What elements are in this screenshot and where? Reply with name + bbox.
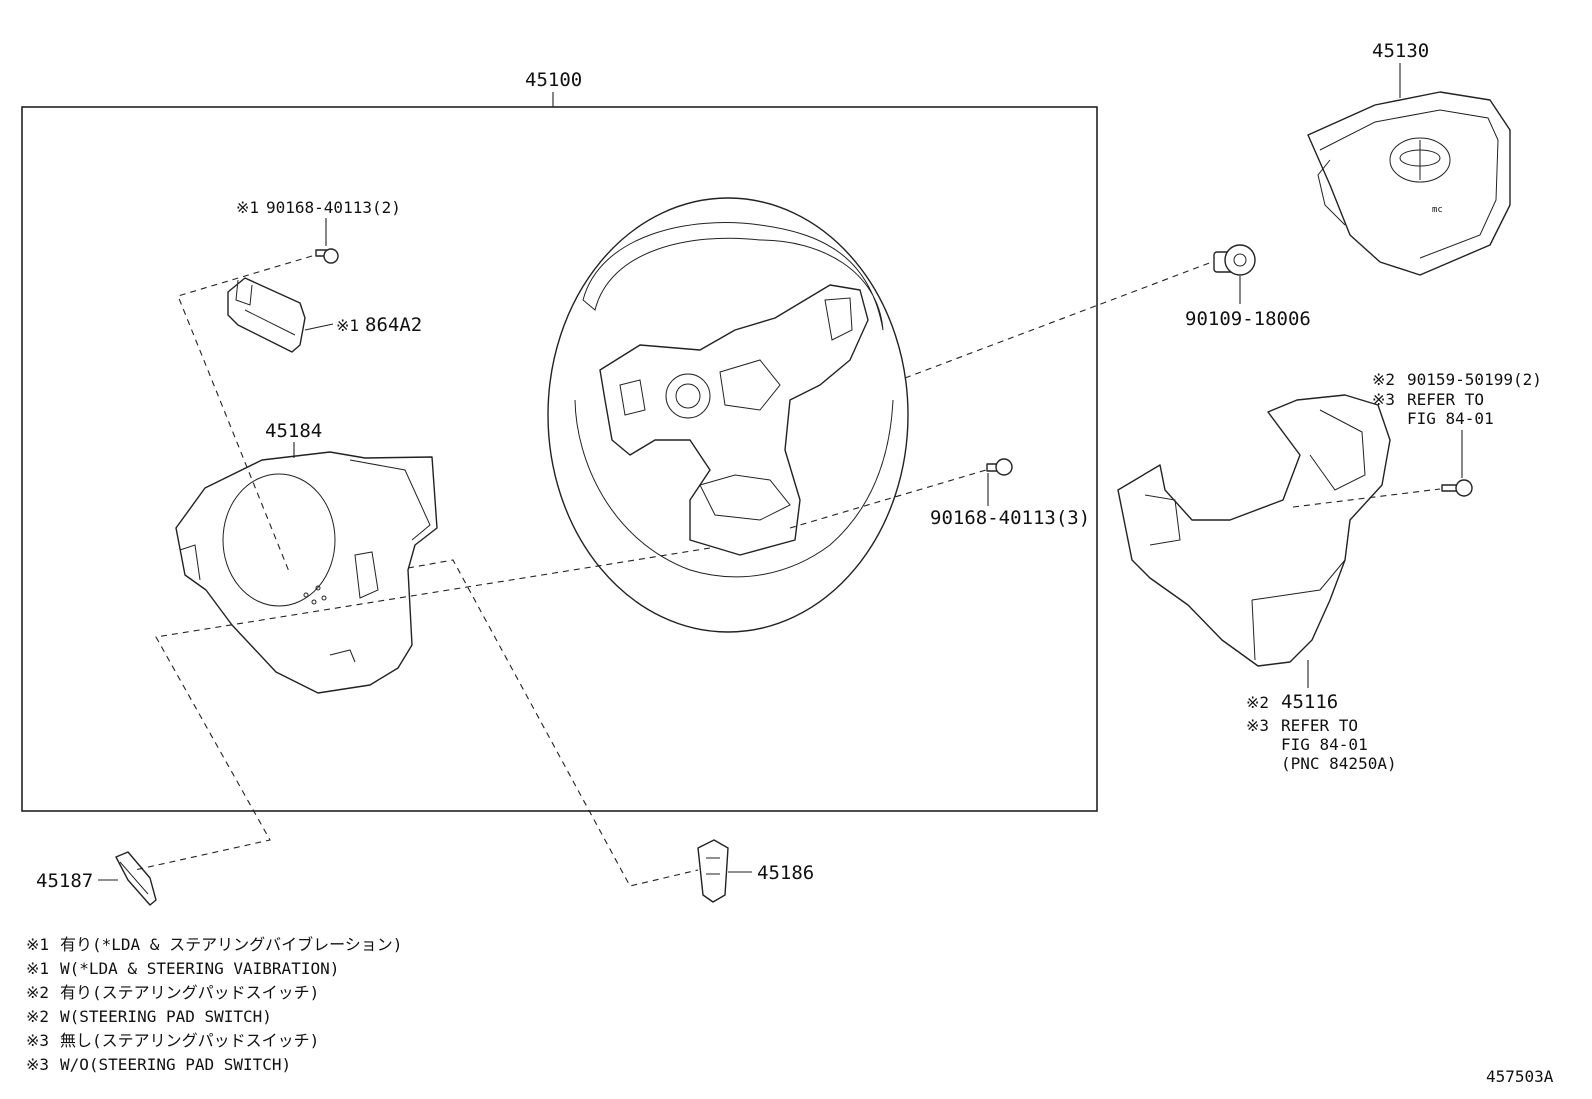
part-mark-45116: ※2 <box>1246 693 1269 712</box>
cap-45187[interactable] <box>115 851 157 906</box>
part-mark-864A2: ※1 <box>336 316 359 335</box>
part-label-45116[interactable]: 45116 <box>1281 691 1338 713</box>
legend-text-4: W(STEERING PAD SWITCH) <box>60 1007 272 1026</box>
legend-mark-3: ※2 <box>26 983 49 1002</box>
module-864A2[interactable] <box>227 277 306 353</box>
part-label-90168-40113-top[interactable]: 90168-40113(2) <box>266 198 401 217</box>
part-mark-90159: ※2 <box>1372 370 1395 389</box>
part-label-90159-50199[interactable]: 90159-50199(2) <box>1407 370 1542 389</box>
part-label-864A2[interactable]: 864A2 <box>365 314 422 336</box>
legend-text-2: W(*LDA & STEERING VAIBRATION) <box>60 959 339 978</box>
part-ref-45116-line3: (PNC 84250A) <box>1281 754 1397 773</box>
steering-wheel[interactable] <box>547 197 909 633</box>
part-label-45100[interactable]: 45100 <box>525 69 582 91</box>
bolt-90109-18006[interactable] <box>1213 244 1256 276</box>
part-label-90168-40113-mid[interactable]: 90168-40113(3) <box>930 507 1090 529</box>
part-ref-45116-line1: REFER TO <box>1281 716 1358 735</box>
legend-mark-2: ※1 <box>26 959 49 978</box>
figure-id: 457503A <box>1486 1067 1554 1086</box>
cover-45184[interactable] <box>175 451 438 694</box>
assembly-leader-lines <box>134 255 1441 887</box>
part-ref-90159-line2: FIG 84-01 <box>1407 409 1494 428</box>
legend-text-6: W/O(STEERING PAD SWITCH) <box>60 1055 291 1074</box>
svg-text:mc: mc <box>1432 205 1443 215</box>
part-label-90109-18006[interactable]: 90109-18006 <box>1185 308 1311 330</box>
legend-mark-5: ※3 <box>26 1031 49 1050</box>
legend: ※1 有り(*LDA & ステアリングバイブレーション) ※1 W(*LDA &… <box>26 935 402 1074</box>
legend-mark-6: ※3 <box>26 1055 49 1074</box>
screw-90159-50199[interactable] <box>1441 479 1473 497</box>
part-label-45187[interactable]: 45187 <box>36 870 93 892</box>
legend-text-3: 有り(ステアリングパッドスイッチ) <box>60 983 319 1002</box>
part-mark-45116-ref: ※3 <box>1246 716 1269 735</box>
part-label-45184[interactable]: 45184 <box>265 420 322 442</box>
bolt-90168-40113-top[interactable] <box>315 248 339 264</box>
legend-mark-1: ※1 <box>26 935 49 954</box>
part-ref-45116-line2: FIG 84-01 <box>1281 735 1368 754</box>
part-ref-90159-line1: REFER TO <box>1407 390 1484 409</box>
assembly-frame-45100 <box>21 106 1098 812</box>
part-label-45186[interactable]: 45186 <box>757 862 814 884</box>
switch-bezel-45116[interactable] <box>1117 394 1391 667</box>
legend-text-1: 有り(*LDA & ステアリングバイブレーション) <box>60 935 402 954</box>
part-mark-90168-top: ※1 <box>236 198 259 217</box>
cap-45186[interactable] <box>697 839 729 903</box>
horn-pad-45130[interactable]: mc <box>1307 91 1511 276</box>
bolt-90168-40113-mid[interactable] <box>986 458 1013 476</box>
legend-text-5: 無し(ステアリングパッドスイッチ) <box>60 1031 319 1050</box>
part-label-45130[interactable]: 45130 <box>1372 40 1429 62</box>
legend-mark-4: ※2 <box>26 1007 49 1026</box>
